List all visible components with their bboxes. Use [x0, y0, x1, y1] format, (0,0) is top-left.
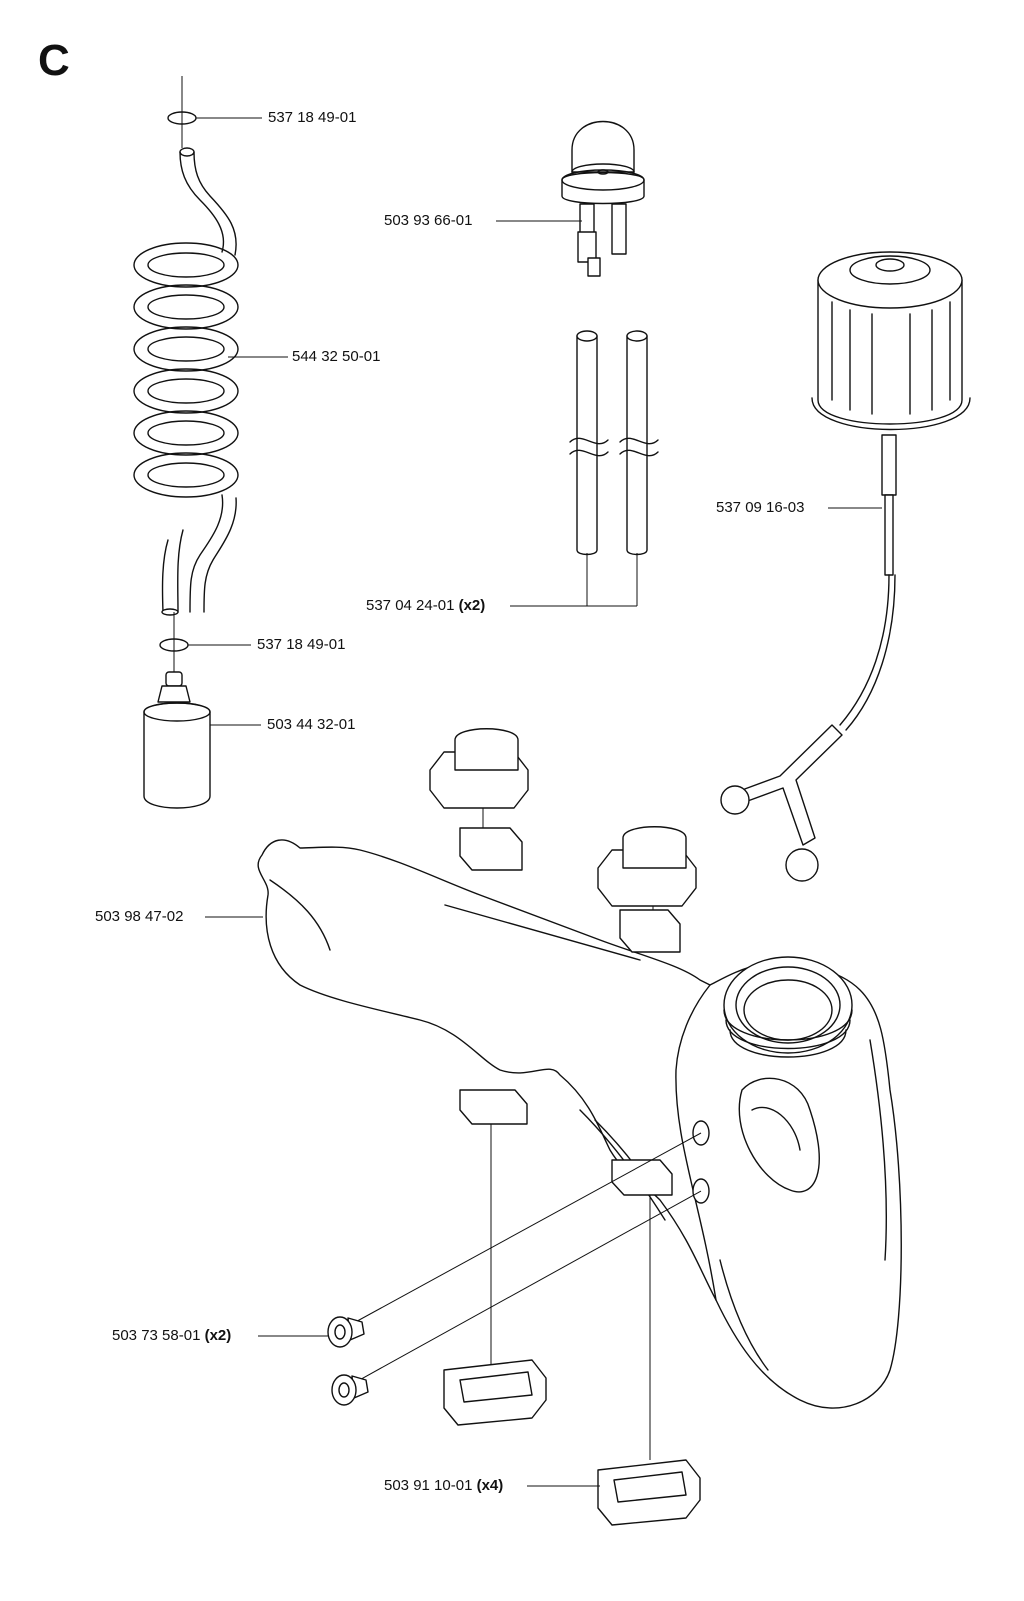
cap-strap-icon [720, 724, 843, 882]
damper-top-left-icon [429, 728, 529, 860]
part-label-fuel-tank: 503 98 47-02 [95, 908, 184, 925]
damper-bottom-left-icon [443, 1359, 547, 1426]
o-ring-top-icon [167, 76, 197, 148]
fuel-hose-coil-icon [133, 147, 239, 672]
fuel-pipes-icon [510, 330, 659, 607]
rubber-plug-top-icon [327, 1316, 365, 1348]
rubber-plug-bottom-icon [331, 1374, 369, 1406]
part-label-rubber-damper: 503 91 10-01 (x4) [384, 1477, 504, 1494]
part-label-fuel-cap: 537 09 16-03 [716, 499, 805, 516]
fuel-filter-icon [143, 671, 211, 809]
part-label-primer-bulb: 503 93 66-01 [384, 212, 473, 229]
part-label-o-ring-bottom: 537 18 49-01 [257, 636, 346, 653]
part-label-fuel-hose: 544 32 50-01 [292, 348, 381, 365]
part-label-fuel-filter: 503 44 32-01 [267, 716, 356, 733]
part-label-o-ring-top: 537 18 49-01 [268, 109, 357, 126]
section-letter: C [38, 36, 70, 85]
fuel-cap-icon [811, 251, 971, 731]
primer-bulb-icon [561, 120, 645, 277]
part-label-rubber-plug: 503 73 58-01 (x2) [112, 1327, 232, 1344]
damper-top-right-icon [597, 826, 697, 950]
part-label-fuel-pipes: 537 04 24-01 (x2) [366, 597, 486, 614]
damper-bottom-right-icon [597, 1459, 701, 1526]
